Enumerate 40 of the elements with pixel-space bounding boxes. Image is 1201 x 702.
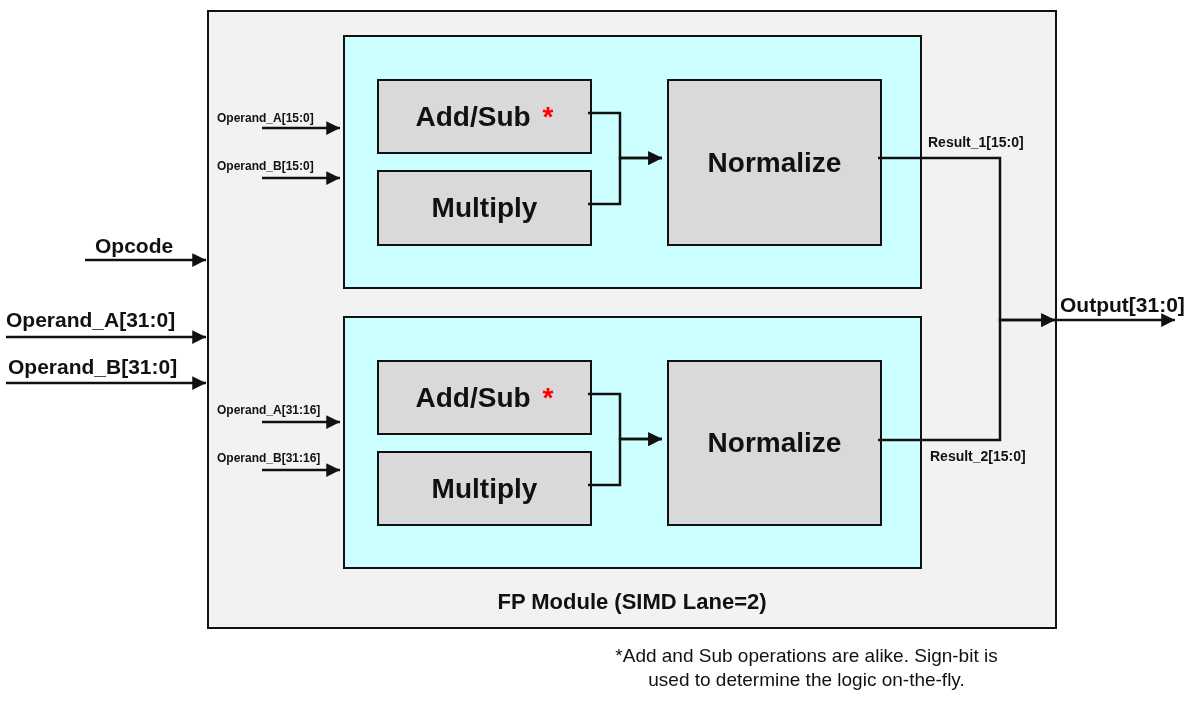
edge-label: Result_1[15:0] bbox=[926, 134, 1026, 150]
signal-label: Operand_A[15:0] bbox=[216, 109, 330, 128]
process-box bbox=[377, 451, 592, 526]
arrow bbox=[1057, 313, 1175, 327]
signal-label: Operand_B[31:16] bbox=[216, 449, 336, 468]
arrow bbox=[85, 253, 206, 267]
block-label: Normalize bbox=[707, 146, 842, 179]
process-box bbox=[377, 360, 592, 435]
signal-label: Operand_A[31:16] bbox=[216, 401, 336, 420]
arrow bbox=[6, 376, 206, 390]
module-box bbox=[207, 10, 1057, 629]
signal-label: Operand_B[31:0] bbox=[6, 352, 190, 381]
signal-label: Operand_B[15:0] bbox=[216, 157, 330, 176]
arrow bbox=[588, 432, 662, 487]
arrow bbox=[878, 313, 1055, 442]
signal-label: Output[31:0] bbox=[1058, 291, 1198, 319]
process-box bbox=[667, 360, 882, 526]
block-label: Normalize bbox=[707, 427, 842, 459]
signal-label: Opcode bbox=[85, 233, 205, 258]
arrow bbox=[262, 171, 340, 185]
arrow bbox=[588, 151, 662, 206]
signal-label: Operand_A[31:0] bbox=[6, 304, 190, 335]
arrow bbox=[6, 330, 206, 344]
footnote: *Add and Sub operations are alike. Sign-bit is used to determine the logic on-the-fly. bbox=[614, 644, 999, 692]
process-box bbox=[667, 79, 882, 246]
edge-label: Result_2[15:0] bbox=[928, 448, 1028, 464]
arrow bbox=[262, 415, 340, 429]
arrow bbox=[262, 463, 340, 477]
process-box bbox=[377, 79, 592, 154]
asterisk-mark: * bbox=[542, 100, 554, 133]
lane-box bbox=[343, 316, 922, 569]
lane-box bbox=[343, 35, 922, 289]
block-label: Multiply bbox=[431, 192, 538, 224]
asterisk-mark: * bbox=[542, 381, 554, 414]
process-box bbox=[377, 170, 592, 246]
block-label: Add/Sub bbox=[415, 381, 531, 414]
block-label: Add/Sub bbox=[415, 100, 531, 133]
module-title: FP Module (SIMD Lane=2) bbox=[497, 589, 767, 615]
arrow bbox=[262, 121, 340, 135]
block-label: Multiply bbox=[431, 472, 538, 505]
